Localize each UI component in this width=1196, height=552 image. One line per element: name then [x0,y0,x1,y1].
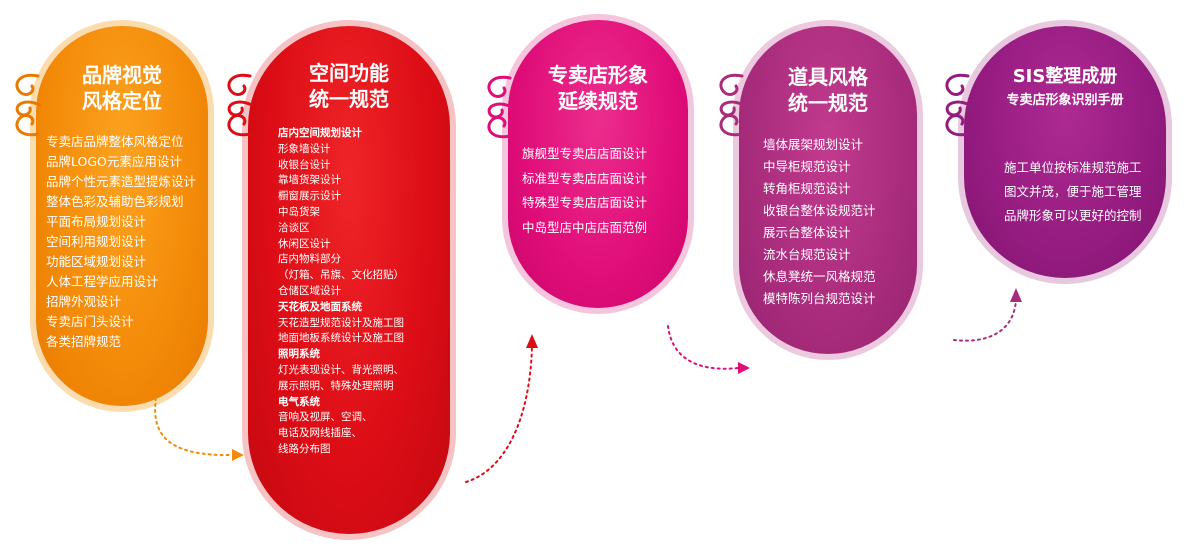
title-line: 专卖店形象 [548,63,648,87]
list-item: 空间利用规划设计 [46,234,147,249]
title-line: 道具风格 [788,65,868,89]
list-item: 休息凳统一风格规范 [763,269,876,284]
arrow-1-2 [154,397,233,457]
list-item: 收银台整体设规范计 [763,203,876,218]
list-item: 中岛货架 [278,205,320,218]
section-heading: 店内空间规划设计 [278,127,362,139]
title-line: 统一规范 [788,91,868,115]
arrow-4-5 [953,299,1017,342]
title-line: SIS整理成册 [1012,66,1118,87]
list-item: 休闲区设计 [278,237,331,250]
scroll-ornament-icon [719,73,746,137]
arrowhead-icon [738,362,750,374]
section-heading: 电气系统 [278,395,320,408]
stage-space-function: 空间功能 统一规范 店内空间规划设计 形象墙设计 收银台设计 靠墙货架设计 橱窗… [242,20,456,540]
item-list: 施工单位按标准规范施工 图文并茂，便于施工管理 品牌形象可以更好的控制 [1004,156,1142,228]
scroll-ornament-icon [945,73,972,137]
title-line: 延续规范 [558,89,638,113]
title-line: 风格定位 [82,89,162,113]
stage-title: 品牌视觉 风格定位 [36,62,208,114]
list-item: 转角柜规范设计 [763,181,851,196]
list-item: 专卖店门头设计 [46,314,134,329]
list-item: 店内物料部分 [278,253,341,266]
stage-brand-visual: 品牌视觉 风格定位 专卖店品牌整体风格定位 品牌LOGO元素应用设计 品牌个性元… [30,20,214,412]
arrowhead-icon [1010,288,1022,302]
stage-sis-manual: SIS整理成册 专卖店形象识别手册 施工单位按标准规范施工 图文并茂，便于施工管… [958,20,1172,284]
stage-title: 专卖店形象 延续规范 [508,62,688,114]
list-item: 流水台规范设计 [763,247,851,262]
arrowhead-icon [232,449,244,461]
list-item: （灯箱、吊旗、文化招贴） [278,269,404,282]
list-item: 天花造型规范设计及施工图 [278,316,404,329]
title-line: 空间功能 [309,61,389,85]
list-item: 形象墙设计 [278,142,331,155]
list-item: 展示台整体设计 [763,225,851,240]
list-item: 模特陈列台规范设计 [763,291,876,306]
stage-subtitle: 专卖店形象识别手册 [1006,93,1124,108]
list-item: 功能区域规划设计 [46,254,147,269]
arrow-2-3 [465,345,533,483]
list-item: 施工单位按标准规范施工 [1004,160,1142,175]
arrowhead-icon [526,334,538,348]
list-item: 展示照明、特殊处理照明 [278,379,394,392]
stage-title: 空间功能 统一规范 [248,60,450,112]
list-item: 整体色彩及辅助色彩规划 [46,194,184,209]
title-line: 品牌视觉 [82,63,162,87]
list-item: 灯光表现设计、背光照明、 [278,363,404,376]
list-item: 招牌外观设计 [46,294,122,309]
list-item: 图文并茂，便于施工管理 [1004,184,1142,199]
list-item: 旗舰型专卖店店面设计 [522,146,648,161]
list-item: 电话及网线插座、 [278,427,362,440]
stage-props-style: 道具风格 统一规范 墙体展架规划设计 中导柜规范设计 转角柜规范设计 收银台整体… [733,20,923,360]
section-heading: 照明系统 [278,348,320,361]
list-item: 地面地板系统设计及施工图 [278,332,404,345]
list-item: 平面布局规划设计 [46,214,147,229]
scroll-ornament-icon [15,73,42,137]
stage-store-image: 专卖店形象 延续规范 旗舰型专卖店店面设计 标准型专卖店店面设计 特殊型专卖店店… [502,14,694,314]
list-item: 人体工程学应用设计 [46,274,159,289]
list-item: 线路分布图 [278,442,331,455]
title-line: 统一规范 [309,87,389,111]
list-item: 品牌个性元素造型提炼设计 [46,174,197,189]
section-heading: 天花板及地面系统 [278,300,362,313]
list-item: 橱窗展示设计 [278,190,341,203]
list-item: 收银台设计 [278,158,331,171]
list-item: 中导柜规范设计 [763,159,851,174]
item-list: 店内空间规划设计 形象墙设计 收银台设计 靠墙货架设计 橱窗展示设计 中岛货架 … [278,126,404,458]
scroll-ornament-icon [227,73,254,137]
stage-title: SIS整理成册 专卖店形象识别手册 [964,64,1166,112]
list-item: 品牌LOGO元素应用设计 [46,154,182,169]
list-item: 仓储区域设计 [278,284,341,297]
item-list: 旗舰型专卖店店面设计 标准型专卖店店面设计 特殊型专卖店店面设计 中岛型店中店店… [522,142,647,240]
item-list: 墙体展架规划设计 中导柜规范设计 转角柜规范设计 收银台整体设规范计 展示台整体… [763,134,876,310]
scroll-ornament-icon [487,75,514,139]
list-item: 中岛型店中店店面范例 [522,219,648,235]
arrow-3-4 [667,325,739,370]
list-item: 各类招牌规范 [46,334,122,349]
list-item: 音响及视屏、空调、 [278,411,373,424]
list-item: 洽谈区 [278,221,310,234]
stage-title: 道具风格 统一规范 [739,64,917,116]
item-list: 专卖店品牌整体风格定位 品牌LOGO元素应用设计 品牌个性元素造型提炼设计 整体… [46,132,196,352]
list-item: 特殊型专卖店店面设计 [522,195,648,210]
list-item: 品牌形象可以更好的控制 [1004,208,1142,223]
list-item: 专卖店品牌整体风格定位 [46,134,184,149]
list-item: 靠墙货架设计 [278,174,341,187]
list-item: 墙体展架规划设计 [763,137,864,152]
list-item: 标准型专卖店店面设计 [522,170,648,186]
